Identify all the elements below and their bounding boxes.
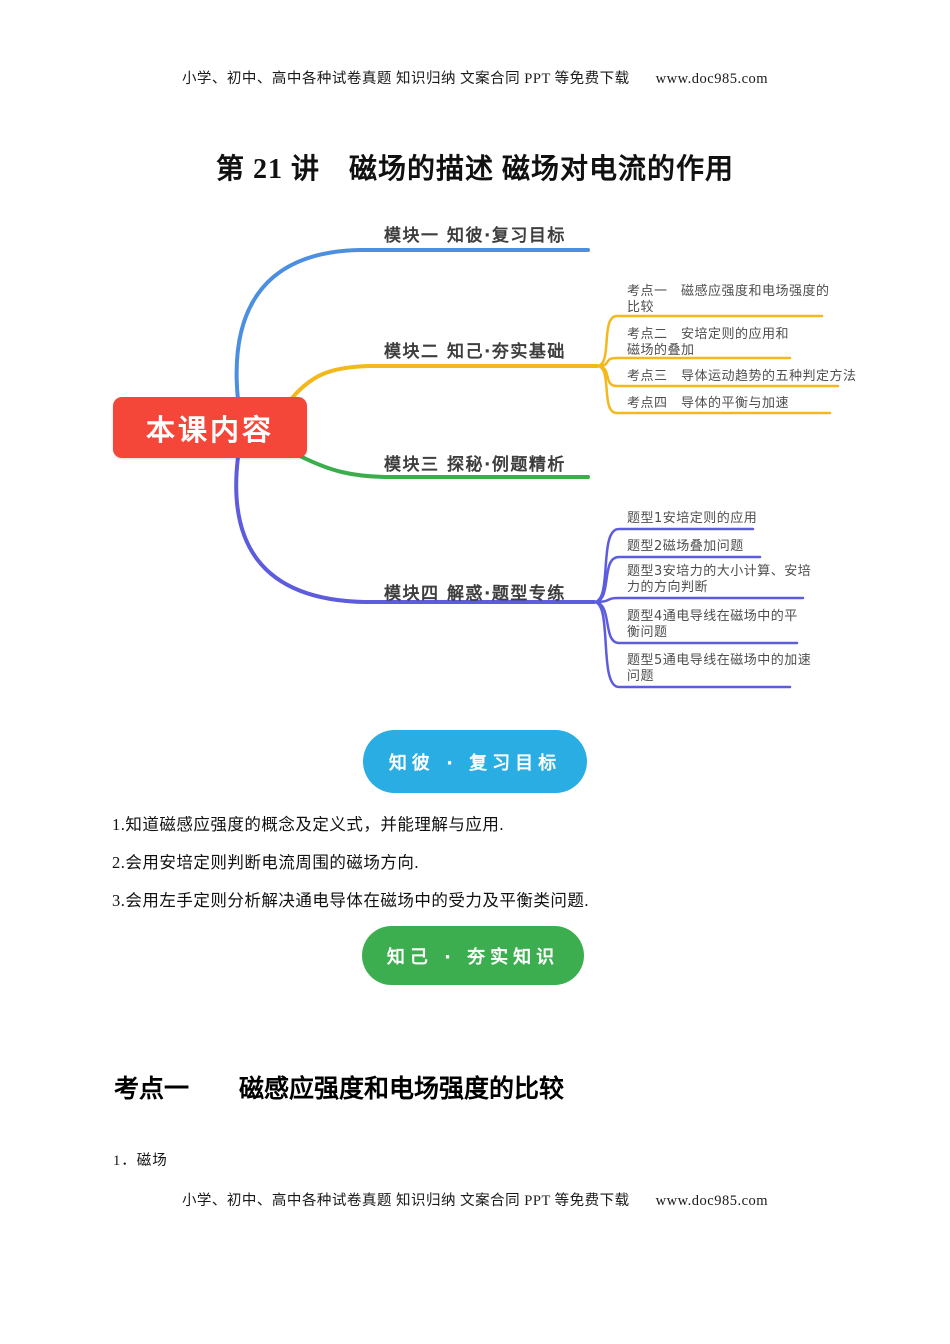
subbranch-line-tixing3 — [592, 596, 805, 604]
subbranch-line-kaodian2 — [595, 356, 792, 368]
branch-line-module1 — [234, 248, 590, 402]
page-footer: 小学、初中、高中各种试卷真题 知识归纳 文案合同 PPT 等免费下载 www.do… — [0, 1189, 950, 1210]
title-row: 第 21 讲 磁场的描述 磁场对电流的作用 — [0, 147, 950, 187]
mindmap-node-kaodian4: 考点四 导体的平衡与加速 — [627, 396, 790, 411]
branch-line-module2 — [290, 364, 599, 400]
footer-promo-text: 小学、初中、高中各种试卷真题 知识归纳 文案合同 PPT 等免费下载 — [181, 1193, 630, 1209]
page-header: 小学、初中、高中各种试卷真题 知识归纳 文案合同 PPT 等免费下载 www.do… — [0, 67, 950, 88]
objective-item-3: 3.会用左手定则分析解决通电导体在磁场中的受力及平衡类问题. — [112, 891, 589, 910]
mindmap-branch-module2: 模块二 知己·夯实基础 — [384, 342, 566, 362]
mindmap-node-tixing4: 题型4通电导线在磁场中的平 衡问题 — [627, 609, 798, 640]
footer-url-link[interactable]: www.doc985.com — [655, 1193, 769, 1209]
mindmap-branch-module4: 模块四 解惑·题型专练 — [384, 584, 566, 604]
branch-line-module4 — [234, 455, 596, 604]
mindmap-branch-module3: 模块三 探秘·例题精析 — [384, 455, 566, 475]
subbranch-line-kaodian4 — [595, 364, 832, 415]
subbranch-line-tixing5 — [592, 600, 792, 689]
subbranch-line-tixing2 — [592, 555, 762, 604]
header-promo-text: 小学、初中、高中各种试卷真题 知识归纳 文案合同 PPT 等免费下载 — [181, 71, 630, 87]
section-subitem-cichang: 1．磁场 — [113, 1153, 168, 1169]
review-goal-badge: 知彼 · 复习目标 — [363, 730, 587, 793]
consolidate-knowledge-badge: 知己 · 夯实知识 — [362, 926, 584, 985]
mindmap-branch-module1: 模块一 知彼·复习目标 — [384, 226, 566, 246]
mindmap-node-kaodian3: 考点三 导体运动趋势的五种判定方法 — [627, 369, 857, 384]
header-url-link[interactable]: www.doc985.com — [655, 71, 769, 87]
review-goal-badge-label: 知彼 · 复习目标 — [388, 752, 562, 774]
subbranch-line-kaodian1 — [595, 314, 824, 368]
mindmap-node-tixing3: 题型3安培力的大小计算、安培 力的方向判断 — [627, 564, 812, 595]
objective-item-1: 1.知道磁感应强度的概念及定义式，并能理解与应用. — [112, 815, 504, 834]
mindmap-node-tixing5: 题型5通电导线在磁场中的加速 问题 — [627, 653, 812, 684]
mindmap-node-kaodian1: 考点一 磁感应强度和电场强度的 比较 — [627, 284, 830, 315]
consolidate-knowledge-badge-label: 知己 · 夯实知识 — [386, 946, 560, 968]
objective-item-2: 2.会用安培定则判断电流周围的磁场方向. — [112, 853, 419, 872]
mindmap-root-label: 本课内容 — [145, 414, 274, 447]
page-title: 第 21 讲 磁场的描述 磁场对电流的作用 — [215, 154, 734, 185]
section-heading-kaodian1: 考点一 磁感应强度和电场强度的比较 — [114, 1075, 565, 1103]
branch-line-module3 — [298, 454, 590, 479]
mindmap-node-tixing1: 题型1安培定则的应用 — [627, 511, 758, 526]
mindmap-node-kaodian2: 考点二 安培定则的应用和 磁场的叠加 — [627, 327, 790, 358]
mindmap-node-tixing2: 题型2磁场叠加问题 — [627, 539, 744, 554]
mindmap-root-node: 本课内容 — [113, 397, 307, 458]
